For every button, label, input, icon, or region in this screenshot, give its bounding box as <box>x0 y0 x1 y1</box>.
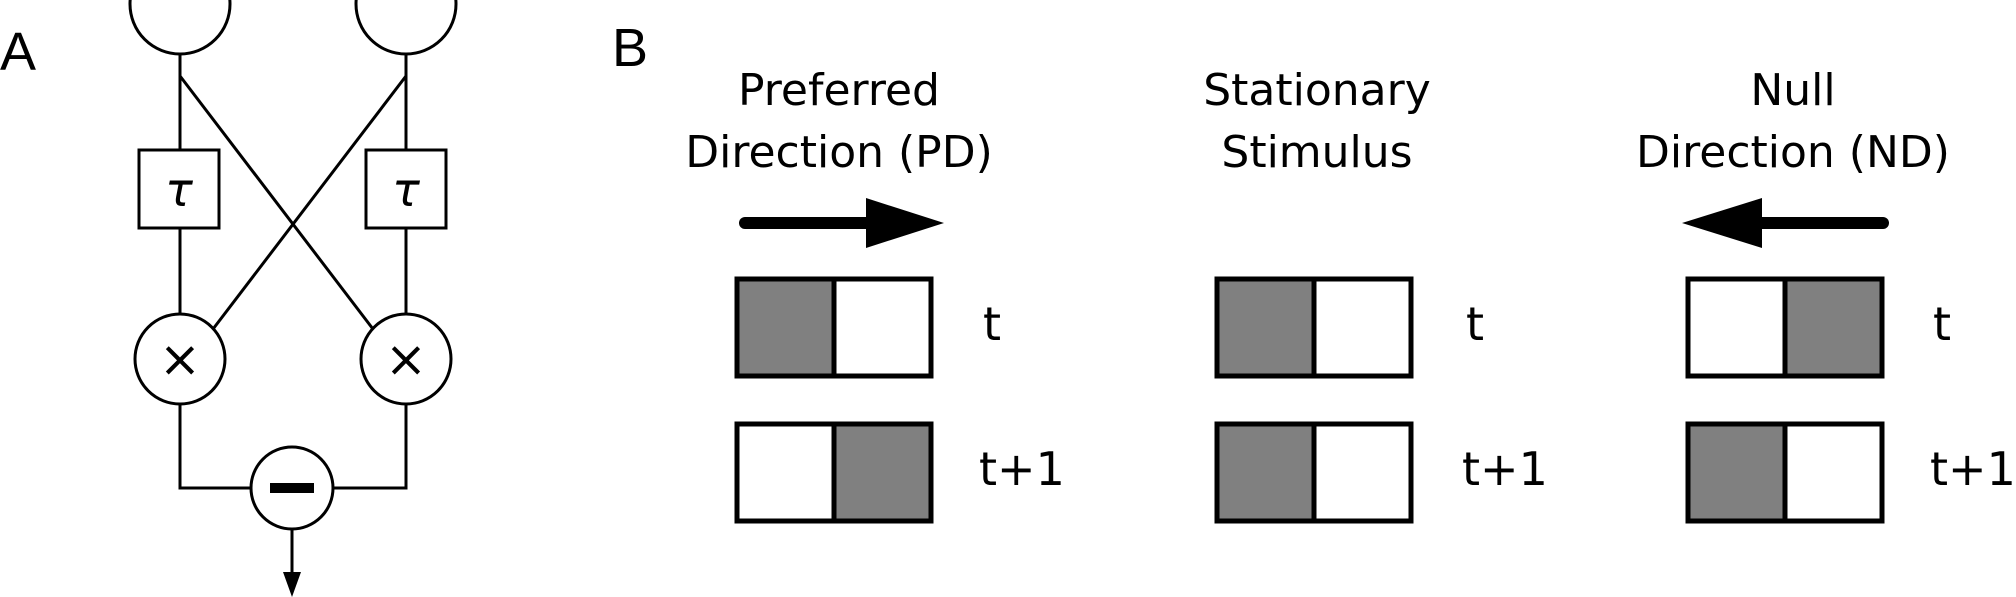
panel-b: B Preferred Direction (PD) t t+1 Station… <box>612 18 2016 524</box>
stationary-title-line1: Stationary <box>1203 65 1431 116</box>
right-input-receptor <box>354 0 458 56</box>
nd-frame-t1-right-cell <box>1782 421 1885 524</box>
stationary-frame-t1-label: t+1 <box>1462 442 1548 496</box>
pd-frame-t1-label: t+1 <box>979 442 1065 496</box>
left-delay-symbol: τ <box>165 163 193 217</box>
nd-frame-t1-left-cell <box>1685 421 1788 524</box>
right-multiply-symbol: × <box>385 330 427 388</box>
pd-frame-t-left-cell <box>734 276 837 379</box>
preferred-direction-title-line1: Preferred <box>738 65 940 116</box>
right-to-subtractor-line <box>333 404 408 490</box>
nd-frame-t-left-cell <box>1685 276 1788 379</box>
stationary-title-line2: Stimulus <box>1221 127 1412 178</box>
condition-null-direction: Null Direction (ND) t t+1 <box>1636 65 2016 524</box>
condition-preferred-direction: Preferred Direction (PD) t t+1 <box>685 65 1065 524</box>
pd-frame-t-label: t <box>983 297 1001 351</box>
left-input-receptor <box>128 0 232 56</box>
null-direction-title-line2: Direction (ND) <box>1636 127 1950 178</box>
subtract-symbol <box>270 483 314 493</box>
pd-frame-t1-right-cell <box>831 421 934 524</box>
preferred-direction-title-line2: Direction (PD) <box>685 127 993 178</box>
stationary-frame-t1-right-cell <box>1311 421 1414 524</box>
panel-a: A τ τ × × <box>0 0 458 597</box>
panel-a-label: A <box>0 22 36 82</box>
stationary-frame-t1-left-cell <box>1214 421 1317 524</box>
right-arrow-icon <box>739 198 944 248</box>
output-arrowhead-icon <box>283 572 301 597</box>
left-to-subtractor-line <box>178 404 250 490</box>
pd-frame-t1-left-cell <box>734 421 837 524</box>
nd-frame-t-label: t <box>1933 297 1951 351</box>
null-direction-title-line1: Null <box>1750 65 1835 116</box>
nd-frame-t1-label: t+1 <box>1930 442 2016 496</box>
right-delay-symbol: τ <box>392 163 420 217</box>
pd-frame-t-right-cell <box>831 276 934 379</box>
panel-b-label: B <box>612 18 648 78</box>
condition-stationary-stimulus: Stationary Stimulus t t+1 <box>1203 65 1548 524</box>
stationary-frame-t-right-cell <box>1311 276 1414 379</box>
nd-frame-t-right-cell <box>1782 276 1885 379</box>
left-delay-box <box>137 148 221 230</box>
left-multiply-symbol: × <box>159 330 201 388</box>
left-to-right-cross-line <box>178 75 378 334</box>
left-arrow-icon <box>1682 198 1889 248</box>
right-to-left-cross-line <box>208 75 408 334</box>
stationary-frame-t-left-cell <box>1214 276 1317 379</box>
stationary-frame-t-label: t <box>1466 297 1484 351</box>
